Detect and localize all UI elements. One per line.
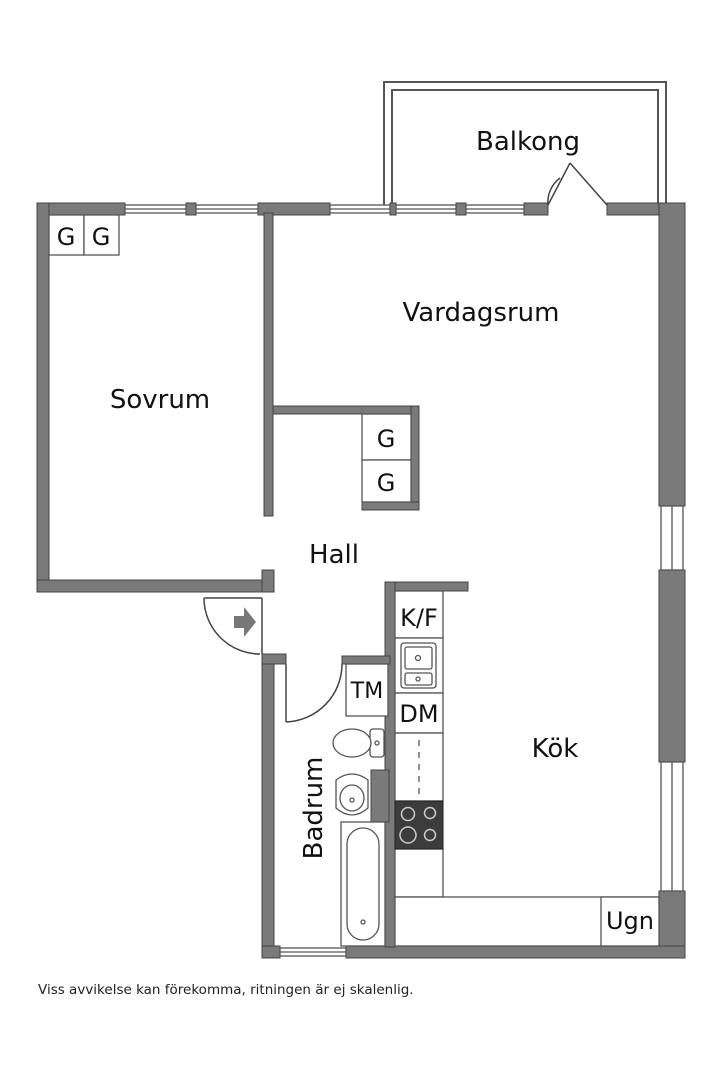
wardrobe-label-3: G [377, 425, 396, 453]
oven [600, 896, 660, 947]
dishwasher-label: DM [399, 700, 438, 728]
counter-segment-2 [394, 848, 444, 898]
wardrobe-label-4: G [377, 469, 396, 497]
toilet-icon [332, 728, 385, 758]
window-bath [279, 947, 347, 957]
room-label-bathroom: Badrum [299, 757, 329, 860]
window-bedroom-1 [124, 204, 187, 214]
wardrobes [48, 214, 412, 503]
window-living-1 [329, 204, 391, 214]
interior-walls [263, 212, 469, 948]
exterior-walls [36, 202, 686, 959]
room-label-living-room: Vardagsrum [403, 298, 560, 328]
window-living-3 [465, 204, 525, 214]
doors [203, 162, 608, 723]
kitchen-counter [394, 590, 660, 947]
washing-machine-label: TM [350, 679, 383, 704]
room-label-hall: Hall [309, 540, 359, 570]
window-living-2 [395, 204, 457, 214]
oven-label: Ugn [606, 907, 654, 935]
room-label-balcony: Balkong [476, 127, 580, 157]
room-label-bedroom: Sovrum [110, 385, 210, 415]
sink-icon [400, 642, 437, 689]
room-label-kitchen: Kök [532, 734, 579, 764]
windows [124, 204, 684, 957]
washbasin-icon [335, 773, 369, 816]
fridge-freezer [394, 590, 444, 639]
wardrobe-label-1: G [57, 223, 76, 251]
wardrobe-label-2: G [92, 223, 111, 251]
window-bedroom-2 [195, 204, 259, 214]
balcony-door [547, 162, 608, 206]
bathroom-door [285, 663, 343, 723]
stove-icon [394, 800, 444, 850]
bathtub-icon [340, 821, 386, 947]
balcony [383, 81, 667, 206]
arrow-right-icon [234, 607, 256, 637]
fridge-freezer-label: K/F [400, 604, 438, 632]
window-right-2 [660, 761, 684, 892]
entrance-door [203, 597, 263, 655]
window-right-1 [660, 505, 684, 571]
washing-machine [345, 663, 389, 717]
disclaimer-text: Viss avvikelse kan förekomma, ritningen … [38, 982, 414, 998]
